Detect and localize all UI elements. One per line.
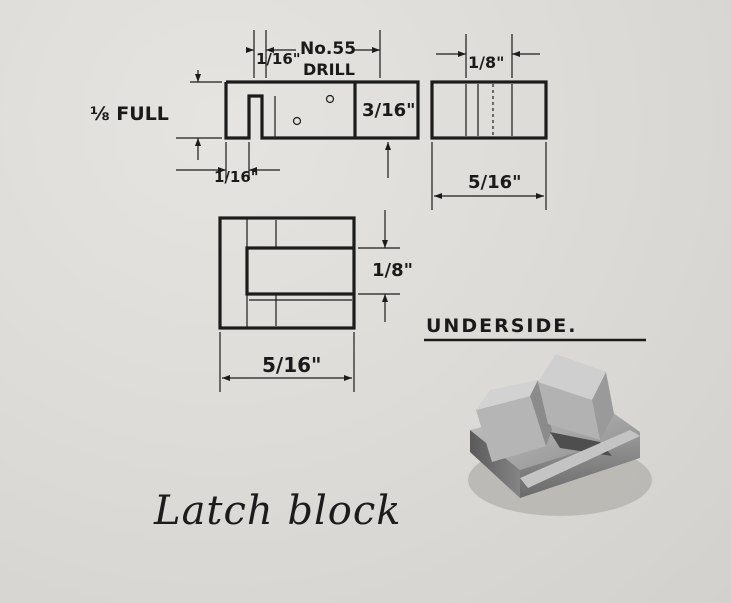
underside-width-dim: 5/16" — [262, 353, 321, 377]
underside-view — [218, 216, 356, 330]
underside-height-dim: 1/8" — [372, 260, 413, 281]
metal-latch-block-photo — [468, 354, 652, 516]
underside-dimensions — [219, 210, 400, 392]
side-view-width-dim: 5/16" — [468, 172, 522, 193]
drill-hole-upper — [325, 94, 335, 104]
front-view-outline — [224, 80, 420, 140]
side-view-top-dim: 1/8" — [468, 53, 504, 72]
underside-outline — [218, 216, 356, 330]
full-note-label: ⅛ FULL — [90, 103, 169, 125]
side-view-outline — [430, 80, 548, 140]
underside-slot — [245, 246, 354, 296]
drill-hole-lower — [292, 116, 302, 126]
caption-title: Latch block — [154, 488, 402, 534]
underside-label: UNDERSIDE. — [426, 315, 577, 337]
front-view — [224, 80, 420, 140]
side-view — [430, 80, 548, 140]
top-slot-width-dim: 1/16" — [256, 50, 301, 68]
drill-size-label: No.55 — [300, 39, 356, 59]
drill-word-label: DRILL — [303, 60, 355, 79]
bottom-slot-width-dim: 1/16" — [214, 168, 259, 186]
slot-depth-dim: 3/16" — [362, 100, 416, 121]
arrowheads — [195, 47, 544, 381]
